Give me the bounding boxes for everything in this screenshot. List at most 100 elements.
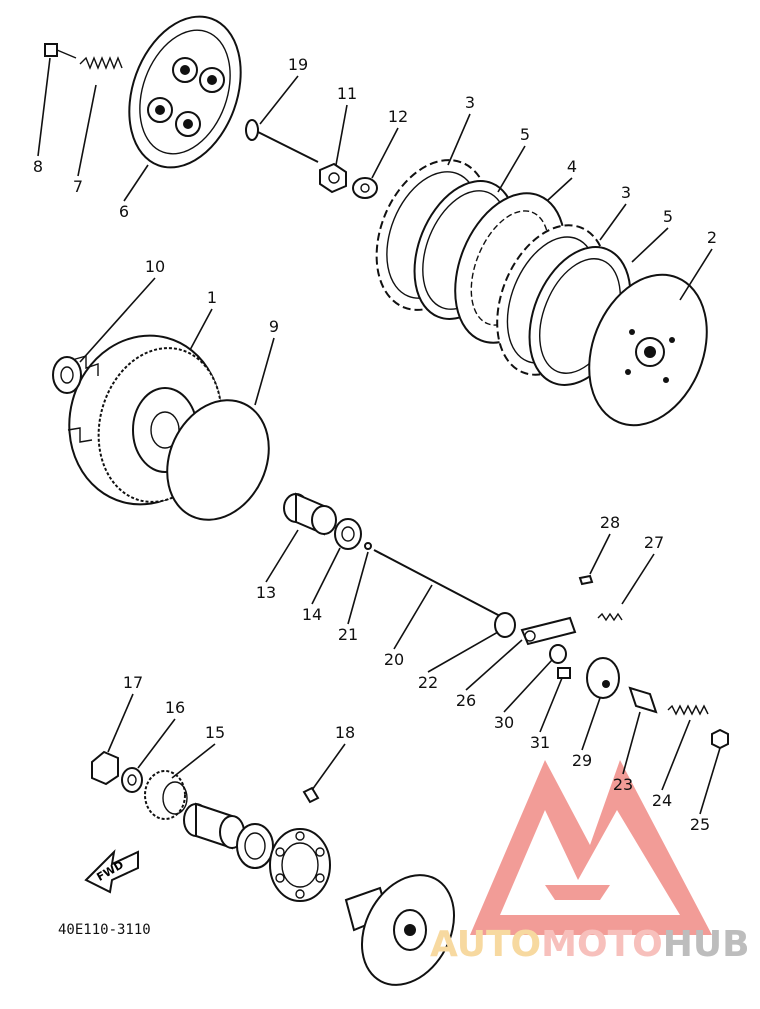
callout-leader-3	[599, 203, 627, 241]
callout-leader-30	[503, 659, 553, 713]
callout-number-8: 8	[33, 157, 43, 176]
callout-leader-19	[259, 75, 299, 125]
callout-leader-9	[254, 337, 275, 406]
callout-leader-12	[371, 127, 399, 179]
gear-15	[145, 771, 187, 819]
callout-leader-3	[447, 113, 471, 166]
callout-number-2: 2	[707, 228, 717, 247]
screw-31	[558, 668, 570, 678]
callout-number-16: 16	[165, 698, 185, 717]
callout-leader-5	[497, 145, 526, 193]
callout-leader-14	[311, 547, 341, 605]
callout-number-31: 31	[530, 733, 550, 752]
callout-number-22: 22	[418, 673, 438, 692]
watermark-auto: AUTO	[430, 924, 541, 965]
callout-leader-31	[539, 677, 563, 733]
callout-number-13: 13	[256, 583, 276, 602]
push-rod-20	[374, 550, 500, 616]
callout-number-26: 26	[456, 691, 476, 710]
oil-seal	[237, 824, 273, 868]
callout-number-12: 12	[388, 107, 408, 126]
callout-leader-17	[107, 693, 134, 753]
callout-number-6: 6	[119, 202, 129, 221]
callout-number-5: 5	[663, 207, 673, 226]
callout-leader-6	[123, 164, 149, 202]
bearing	[270, 829, 330, 901]
callout-number-14: 14	[302, 605, 322, 624]
callout-leader-10	[79, 277, 156, 363]
clutch-boss-2	[568, 257, 728, 443]
key-18	[304, 788, 318, 802]
callout-number-5: 5	[520, 125, 530, 144]
callout-leader-13	[265, 529, 299, 583]
callout-leader-4	[547, 177, 573, 201]
part-22	[495, 613, 515, 637]
spring-24	[668, 706, 708, 714]
watermark-logo	[470, 760, 712, 935]
watermark-hub: HUB	[663, 924, 750, 965]
nut-11	[320, 164, 346, 192]
callout-number-20: 20	[384, 650, 404, 669]
callout-number-3: 3	[465, 93, 475, 112]
callout-leader-26	[465, 639, 523, 691]
callout-leader-18	[311, 743, 346, 791]
o-ring-9	[148, 384, 287, 537]
callout-number-25: 25	[690, 815, 710, 834]
callout-number-29: 29	[572, 751, 592, 770]
callout-leader-21	[347, 551, 369, 625]
callout-leader-7	[77, 84, 97, 177]
callout-leader-24	[661, 719, 691, 791]
callout-leader-20	[393, 584, 433, 650]
callout-number-18: 18	[335, 723, 355, 742]
push-lever-26	[522, 618, 575, 644]
washer-30	[550, 645, 566, 663]
callout-number-3: 3	[621, 183, 631, 202]
callout-leader-23	[622, 711, 641, 775]
callout-leader-29	[581, 697, 601, 751]
callout-number-9: 9	[269, 317, 279, 336]
callout-number-28: 28	[600, 513, 620, 532]
callout-leader-28	[589, 533, 611, 575]
bolt-8	[45, 44, 76, 58]
callout-number-23: 23	[613, 775, 633, 794]
callout-leader-27	[621, 553, 655, 605]
callout-number-7: 7	[73, 177, 83, 196]
callout-number-1: 1	[207, 288, 217, 307]
ball-21	[365, 543, 371, 549]
callout-leader-5	[631, 227, 669, 263]
spring-27	[598, 614, 622, 620]
callout-leader-16	[137, 718, 176, 769]
callout-number-17: 17	[123, 673, 143, 692]
spring-7	[80, 58, 122, 68]
svg-text:AUTOMOTOHUB: AUTOMOTOHUB	[430, 924, 750, 965]
watermark-text: AUTOMOTOHUB	[430, 924, 750, 965]
callout-leader-15	[171, 743, 216, 779]
callouts: 1233455678910111213141516171819202122232…	[33, 55, 721, 834]
callout-leader-11	[335, 104, 348, 166]
callout-number-21: 21	[338, 625, 358, 644]
callout-leader-22	[427, 631, 499, 673]
washer-14	[335, 519, 361, 549]
callout-leader-1	[189, 308, 213, 351]
callout-leader-2	[679, 248, 713, 301]
callout-number-19: 19	[288, 55, 308, 74]
nut-25	[712, 730, 728, 748]
callout-number-4: 4	[567, 157, 577, 176]
callout-number-30: 30	[494, 713, 514, 732]
screw-28	[580, 576, 592, 584]
watermark-moto: MOTO	[541, 924, 663, 965]
nut-17	[92, 752, 118, 784]
callout-number-10: 10	[145, 257, 165, 276]
washer-10	[53, 357, 81, 393]
washer-16	[122, 768, 142, 792]
push-rod-19	[246, 120, 318, 162]
callout-number-24: 24	[652, 791, 672, 810]
drawing-code: 40E110-3110	[58, 922, 151, 938]
crank-shaft	[344, 859, 473, 1001]
collar-13	[284, 494, 336, 534]
fwd-arrow: FWD	[84, 849, 139, 894]
callout-number-15: 15	[205, 723, 225, 742]
callout-leader-25	[699, 747, 721, 815]
pressure-plate	[109, 1, 260, 183]
